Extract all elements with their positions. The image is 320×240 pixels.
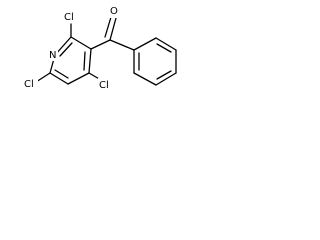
- bond-c3-c4: [88, 48, 92, 74]
- chlorine-label-top: Cl: [64, 12, 74, 23]
- bond-c5-c6: [49, 72, 69, 85]
- bond-carbonyl-phenyl: [109, 39, 135, 51]
- bond-ph-4-5-inner: [156, 70, 172, 80]
- bond-ph-2-3: [155, 37, 177, 51]
- chemical-structure: Cl N O Cl Cl: [23, 5, 177, 91]
- bond-carbonyl-o-double: [104, 16, 112, 38]
- bond-c6-cl: [35, 72, 51, 83]
- chlorine-label-bottom: Cl: [99, 80, 109, 91]
- bond-c4-c5: [67, 72, 90, 85]
- oxygen-label: O: [110, 6, 118, 17]
- bond-ph-2-3-inner: [156, 43, 172, 53]
- bond-ph-1-2: [133, 37, 157, 51]
- bond-ph-4-5: [155, 72, 177, 86]
- bond-carbonyl-o: [109, 17, 117, 41]
- bond-ph-5-6: [133, 72, 157, 86]
- bond-c2-c3: [70, 36, 92, 50]
- chlorine-label-left: Cl: [24, 79, 34, 90]
- pyridine-ring: [49, 36, 92, 85]
- bond-n-c2-inner: [59, 42, 73, 57]
- bond-c3-carbonyl: [90, 39, 111, 50]
- benzene-ring: [133, 37, 177, 86]
- bond-c3-c4-inner: [83, 51, 86, 71]
- bond-c5-c6-inner: [54, 69, 69, 79]
- nitrogen-label: N: [49, 50, 56, 61]
